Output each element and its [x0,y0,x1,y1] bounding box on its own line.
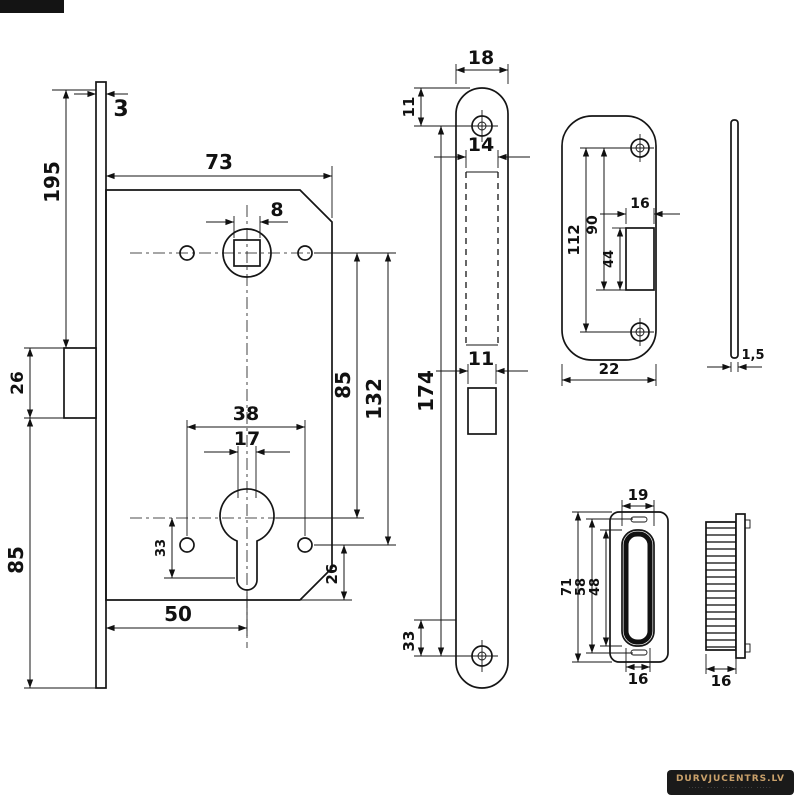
strike-plate [561,115,657,361]
dim-label-16: 16 [711,672,732,690]
spindle-hub [222,228,272,278]
dim-label-71: 71 [560,578,575,596]
watermark-title: DURVJUCENTRS.LV [675,774,785,784]
faceplate-edge [95,81,107,689]
dim-label-38: 38 [233,403,259,425]
faceplate-front-view [455,87,509,689]
dim-label-26: 26 [323,564,341,585]
dim-label-85: 85 [331,371,355,399]
logo-bar [0,0,64,13]
dim-14: 14 [434,134,530,168]
fixing-hole [179,245,195,261]
dim-label-17: 17 [234,428,260,450]
dim-label-85: 85 [4,546,28,574]
front-faceplate [455,87,509,689]
dim-26-latch: 26 [8,348,64,419]
dim-mag-16: 16 [625,648,651,688]
dim-132: 132 [314,253,396,546]
dim-8: 8 [206,199,288,238]
magnet-front-view [609,511,669,663]
dim-195: 195 [24,89,96,349]
dim-mag-19: 19 [621,486,655,526]
dim-label-16: 16 [630,196,649,212]
dim-33-face: 33 [400,619,456,656]
magnet-opening [621,529,655,647]
dim-strike-16: 16 [600,196,680,224]
dim-label-50: 50 [164,602,192,626]
dim-label-33: 33 [154,539,169,557]
dim-label-18: 18 [468,47,494,69]
dim-label-8: 8 [270,199,283,221]
dim-11-mid: 11 [436,348,528,384]
spindle-square-hole [233,239,261,267]
fixing-hole [297,245,313,261]
dim-label-73: 73 [205,150,233,174]
mount-tab [744,519,751,529]
euro-cylinder-hole [219,488,275,591]
dim-label-58: 58 [574,578,589,596]
dim-18: 18 [455,47,509,84]
dim-strike-44: 44 [596,227,626,291]
dim-mag-71: 71 [560,511,612,663]
watermark-badge: DURVJUCENTRS.LV ····· ···· ····· ···· ··… [666,770,794,795]
dim-label-14: 14 [468,134,494,156]
dim-label-26: 26 [8,371,28,395]
mount-slot [630,649,648,656]
dim-strike-thickness: 1,5 [707,348,765,372]
dim-strike-22: 22 [561,360,657,386]
lock-case [105,189,333,601]
dim-label-22: 22 [599,360,620,378]
lock-body-view [63,81,348,689]
dim-33-lock: 33 [154,518,235,579]
dim-label-11: 11 [468,348,494,370]
strike-plate-side [730,119,739,359]
dim-label-19: 19 [628,486,649,504]
dim-73: 73 [105,150,333,218]
dim-11-top: 11 [400,87,470,127]
dim-label-112: 112 [565,224,583,255]
latch-bolt [63,347,97,419]
dim-label-33: 33 [400,631,418,652]
dim-label-195: 195 [40,161,64,203]
dim-50: 50 [106,592,248,636]
dim-label-48: 48 [588,578,603,596]
dim-label-11: 11 [400,97,418,118]
dim-label-132: 132 [362,378,386,420]
dim-85-right: 85 [276,252,396,519]
dim-magside-16: 16 [705,654,737,690]
magnet-side-view [705,513,751,659]
fixing-hole [297,537,313,553]
centerlines [130,205,348,648]
deadbolt-cutout [467,387,497,435]
dim-label-3: 3 [113,97,128,122]
strike-side-view [730,119,739,359]
strike-cutout [625,227,655,291]
magnet-plate [609,511,669,663]
dim-label-1-5: 1,5 [741,348,764,363]
dim-mag-58: 58 [574,518,633,654]
dim-faceplate-thickness: 3 [74,90,129,122]
dim-strike-112: 112 [565,148,631,333]
dim-label-16: 16 [628,670,649,688]
dim-mag-48: 48 [588,529,622,647]
fixing-hole [179,537,195,553]
magnet-keeper [623,531,653,645]
dim-38: 38 [186,403,306,536]
dim-26-bottom: 26 [300,545,352,601]
magnet-side-body [705,521,737,651]
dim-85-left: 85 [4,418,96,689]
dim-label-90: 90 [585,215,601,235]
mount-tab [744,643,751,653]
magnet-side-plate [735,513,746,659]
dim-174: 174 [414,126,466,657]
dim-label-174: 174 [414,370,438,412]
dim-17: 17 [204,428,290,498]
watermark-subtitle: ····· ···· ····· ···· ····· [688,785,773,791]
mount-slot [630,516,648,523]
